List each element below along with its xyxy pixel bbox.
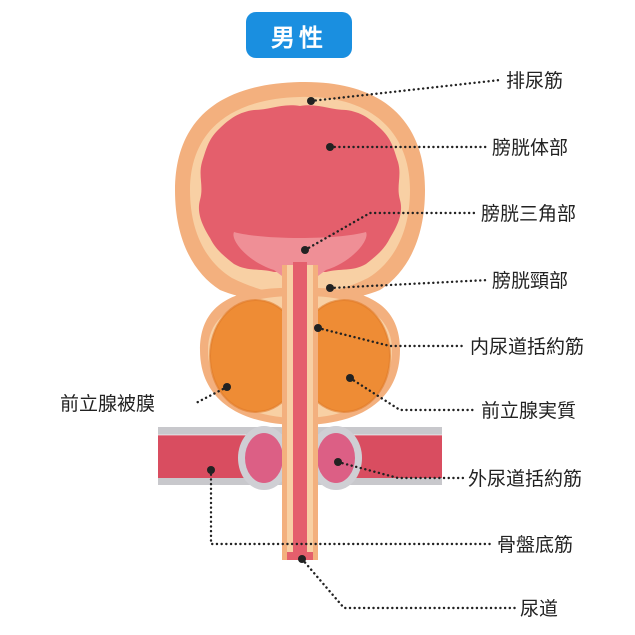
title-badge: 男性 — [246, 12, 352, 58]
label-pelvic-floor: 骨盤底筋 — [497, 534, 573, 556]
bladder — [175, 81, 425, 305]
label-trigone: 膀胱三角部 — [481, 203, 576, 225]
bladder-lumen — [198, 105, 402, 272]
label-bladder-body: 膀胱体部 — [492, 137, 568, 159]
urethra — [282, 262, 318, 560]
label-prostate-parenchyma: 前立腺実質 — [481, 400, 576, 422]
trigone — [233, 232, 367, 282]
leader-lines — [194, 78, 518, 610]
label-internal-sphincter: 内尿道括約筋 — [470, 336, 584, 358]
label-urethra: 尿道 — [520, 598, 558, 620]
label-detrusor: 排尿筋 — [506, 70, 563, 92]
label-external-sphincter: 外尿道括約筋 — [468, 468, 582, 490]
external-sphincter — [238, 426, 362, 490]
label-bladder-neck: 膀胱頸部 — [492, 270, 568, 292]
label-prostate-capsule: 前立腺被膜 — [60, 393, 155, 415]
